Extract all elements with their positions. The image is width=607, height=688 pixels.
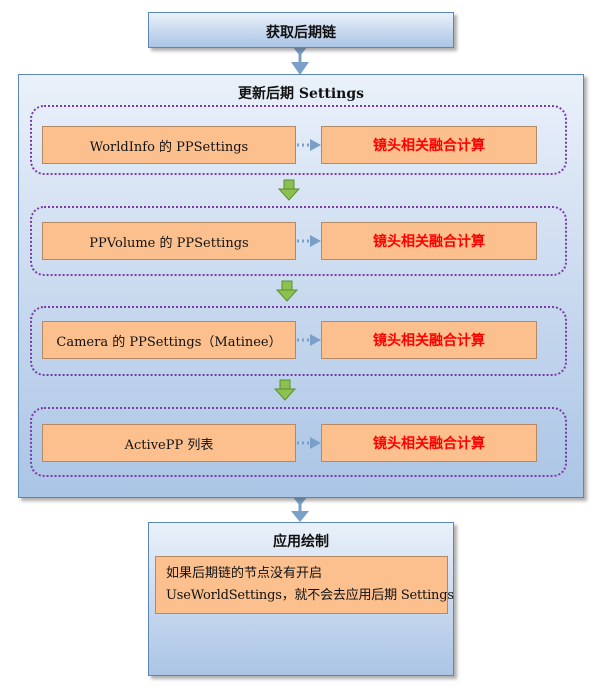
- group-activepp: [30, 407, 567, 477]
- ppvolume-ppsettings-label: PPVolume 的 PPSettings: [89, 235, 249, 251]
- worldinfo-ppsettings-node: WorldInfo 的 PPSettings: [42, 126, 296, 164]
- camera-ppsettings-node: Camera 的 PPSettings（Matinee）: [42, 321, 296, 359]
- connector-arrowhead-top: [291, 62, 309, 75]
- get-post-chain-box: 获取后期链: [148, 12, 454, 48]
- note-line-2: UseWorldSettings，就不会去应用后期 Settings: [166, 588, 454, 603]
- flow-arrow-row-1: [297, 139, 321, 151]
- green-down-arrow-3: [273, 379, 297, 401]
- lens-blend-calc-node-3: 镜头相关融合计算: [321, 321, 537, 359]
- activepp-list-node: ActivePP 列表: [42, 424, 296, 462]
- group-worldinfo: [30, 105, 567, 175]
- flow-arrow-row-3: [297, 334, 321, 346]
- lens-blend-calc-label-2: 镜头相关融合计算: [373, 234, 485, 250]
- green-down-arrow-2: [275, 280, 299, 302]
- group-camera: [30, 306, 567, 376]
- activepp-list-label: ActivePP 列表: [124, 437, 214, 453]
- apply-render-note: 如果后期链的节点没有开启 UseWorldSettings，就不会去应用后期 S…: [155, 556, 454, 614]
- ppvolume-ppsettings-node: PPVolume 的 PPSettings: [42, 222, 296, 260]
- lens-blend-calc-node-1: 镜头相关融合计算: [321, 126, 537, 164]
- flow-arrow-row-2: [297, 235, 321, 247]
- connector-arrowhead-bottom: [291, 511, 309, 522]
- worldinfo-ppsettings-label: WorldInfo 的 PPSettings: [89, 139, 249, 155]
- lens-blend-calc-label-3: 镜头相关融合计算: [373, 333, 485, 349]
- apply-render-title: 应用绘制: [273, 534, 329, 550]
- lens-blend-calc-node-4: 镜头相关融合计算: [321, 424, 537, 462]
- lens-blend-calc-label-4: 镜头相关融合计算: [373, 436, 485, 452]
- flow-arrow-row-4: [297, 437, 321, 449]
- group-ppvolume: [30, 206, 567, 276]
- lens-blend-calc-label-1: 镜头相关融合计算: [373, 138, 485, 154]
- camera-ppsettings-label: Camera 的 PPSettings（Matinee）: [56, 334, 282, 350]
- update-settings-title: 更新后期 Settings: [238, 86, 364, 102]
- lens-blend-calc-node-2: 镜头相关融合计算: [321, 222, 537, 260]
- note-line-1: 如果后期链的节点没有开启: [166, 566, 323, 581]
- get-post-chain-title: 获取后期链: [266, 25, 336, 41]
- green-down-arrow-1: [277, 179, 301, 201]
